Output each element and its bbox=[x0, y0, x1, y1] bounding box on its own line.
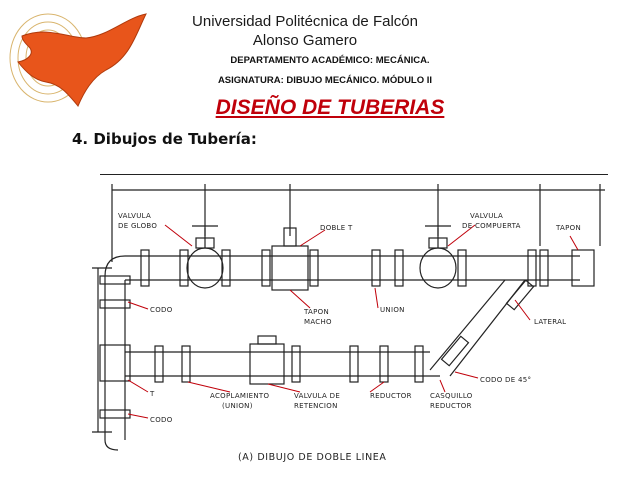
university-logo bbox=[9, 13, 147, 107]
section-heading: 4. Dibujos de Tubería: bbox=[72, 130, 257, 148]
label-valvula-retencion-1: VALVULA DE bbox=[294, 392, 340, 400]
label-t: T bbox=[149, 390, 155, 398]
department-line: DEPARTAMENTO ACADÉMICO: MECÁNICA. bbox=[230, 55, 430, 66]
label-valvula-compuerta-2: DE COMPUERTA bbox=[462, 222, 521, 230]
university-line: Universidad Politécnica de Falcón bbox=[192, 13, 418, 30]
label-codo-bottom: CODO bbox=[150, 416, 173, 424]
divider bbox=[100, 174, 608, 175]
university-name: Universidad Politécnica de Falcón Alonso… bbox=[95, 12, 515, 50]
label-union: UNION bbox=[380, 306, 405, 314]
label-acoplamiento-1: ACOPLAMIENTO bbox=[210, 392, 269, 400]
label-acoplamiento-2: (UNION) bbox=[222, 402, 253, 410]
page-title: DISEÑO DE TUBERIAS bbox=[215, 96, 445, 119]
label-valvula-globo-1: VALVULA bbox=[118, 212, 151, 220]
label-doble-t: DOBLE T bbox=[320, 224, 353, 232]
label-tapon: TAPON bbox=[555, 224, 581, 232]
label-valvula-globo-2: DE GLOBO bbox=[118, 222, 157, 230]
label-valvula-compuerta-1: VALVULA bbox=[470, 212, 503, 220]
label-tapon-macho-2: MACHO bbox=[304, 318, 332, 326]
label-tapon-macho-1: TAPON bbox=[303, 308, 329, 316]
label-valvula-retencion-2: RETENCION bbox=[294, 402, 338, 410]
label-codo-top: CODO bbox=[150, 306, 173, 314]
campus-line: Alonso Gamero bbox=[252, 32, 358, 49]
label-lateral: LATERAL bbox=[534, 318, 566, 326]
drawing-caption: (A) DIBUJO DE DOBLE LINEA bbox=[238, 452, 386, 463]
label-reductor: REDUCTOR bbox=[370, 392, 412, 400]
label-casquillo-1: CASQUILLO bbox=[430, 392, 473, 400]
label-codo-45: CODO DE 45° bbox=[480, 376, 531, 384]
subject-line: ASIGNATURA: DIBUJO MECÁNICO. MÓDULO II bbox=[217, 75, 433, 86]
label-casquillo-2: REDUCTOR bbox=[430, 402, 472, 410]
